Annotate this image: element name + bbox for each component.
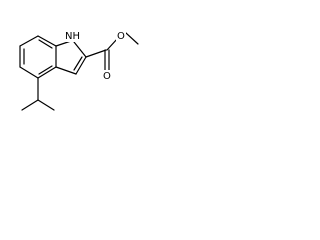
bond-c3-c3a [55, 66, 77, 75]
bond-c2-c3 [75, 56, 87, 75]
benzene-ring [19, 35, 57, 79]
molecule-structure: NH O O [19, 30, 139, 111]
bond-c3a-c4 [37, 66, 57, 79]
atom-carbonyl-oxygen: O [102, 70, 112, 82]
bond-c2-carbonyl [85, 49, 107, 58]
atom-ester-oxygen: O [116, 30, 126, 42]
bond-c4-c5 [19, 66, 39, 79]
bond-ch-methyl-right [37, 99, 55, 111]
bond-ester-o-methyl [125, 32, 139, 45]
bond-ch-methyl-left [21, 99, 39, 111]
ester-group [85, 32, 139, 71]
pyrrole-ring [55, 40, 87, 75]
bond-n1-c2 [73, 41, 87, 58]
bond-c7-c6 [37, 35, 57, 47]
bond-double-inner-bottom [38, 65, 53, 75]
atom-nh: NH [63, 30, 83, 42]
bond-double-inner-top [38, 39, 53, 49]
isopropyl-group [21, 77, 55, 111]
bond-c2-c3-double [73, 56, 83, 71]
bond-c7a-c7 [19, 35, 39, 47]
atom-label-nh: NH [65, 31, 80, 42]
atom-label-carbonyl-oxygen: O [103, 71, 111, 82]
structure-canvas: NH O O [0, 0, 152, 152]
atom-label-ester-oxygen: O [117, 31, 125, 42]
